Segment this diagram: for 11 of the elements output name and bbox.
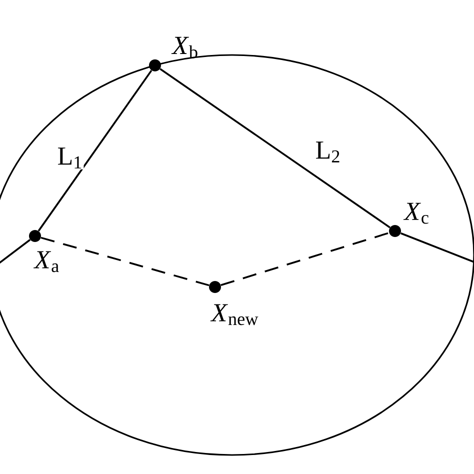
- point-label: X$_{new}$: [210, 304, 258, 326]
- connecting-line: [40, 236, 210, 286]
- point-label: X$_{a}$: [34, 251, 59, 272]
- connecting-line: [220, 232, 390, 286]
- connecting-line: [38, 70, 152, 232]
- connecting-line: [160, 68, 390, 228]
- connecting-line: [0, 239, 31, 265]
- edge-label: L$_{2}$: [314, 140, 342, 164]
- connecting-line: [400, 232, 474, 263]
- edge-label: L$_{1}$: [56, 146, 84, 170]
- point-label: X$_{c}$: [403, 202, 428, 224]
